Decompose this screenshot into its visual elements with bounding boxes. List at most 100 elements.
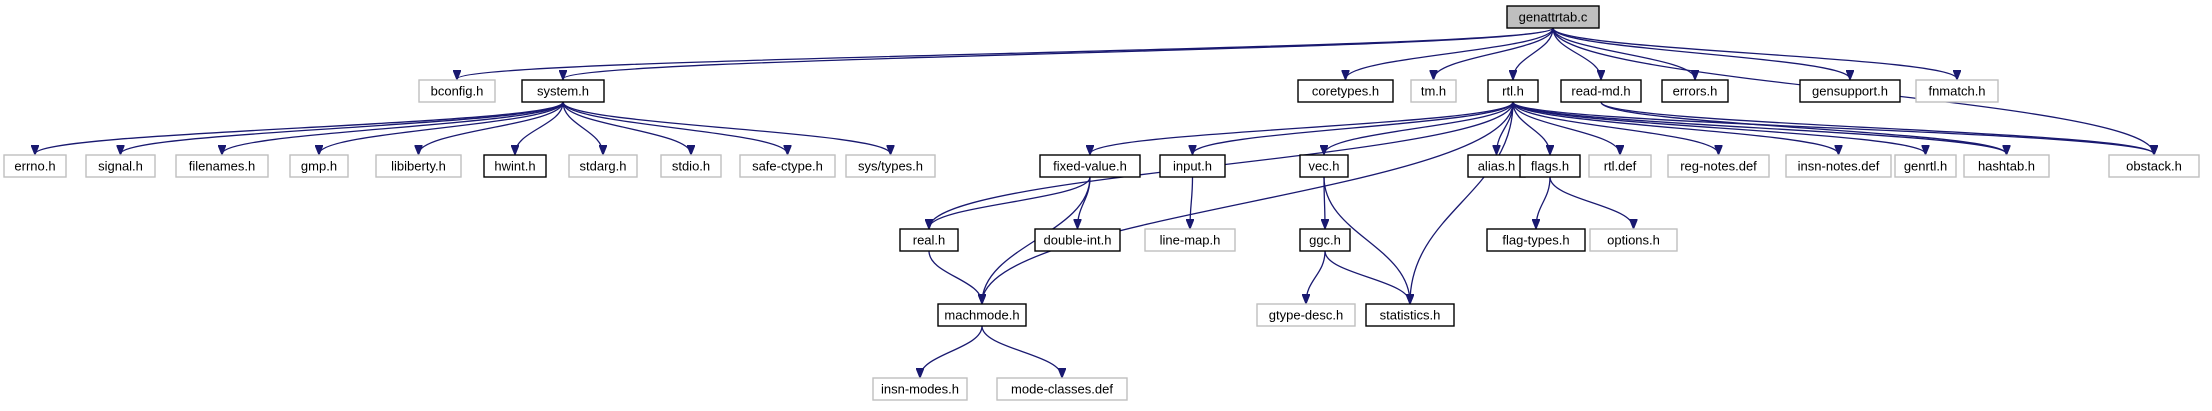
edge-rtl-to-statistics bbox=[1410, 101, 1514, 303]
node-label-hashtab: hashtab.h bbox=[1978, 159, 2035, 174]
node-box-bconfig bbox=[418, 79, 496, 103]
node-label-readmd: read-md.h bbox=[1571, 84, 1630, 99]
edge-system-to-libiberty bbox=[419, 101, 564, 154]
edge-system-to-stdio bbox=[562, 101, 691, 154]
node-box-gtypedesc bbox=[1256, 303, 1356, 327]
node-label-gmp: gmp.h bbox=[301, 159, 337, 174]
node-system[interactable]: system.h bbox=[521, 79, 605, 103]
node-label-errors: errors.h bbox=[1673, 84, 1718, 99]
node-label-flags: flags.h bbox=[1531, 159, 1569, 174]
node-box-rtl bbox=[1487, 79, 1539, 103]
node-flags[interactable]: flags.h bbox=[1519, 154, 1581, 178]
node-box-regnotes bbox=[1667, 154, 1770, 178]
edges-layer bbox=[35, 27, 2154, 377]
node-genattrtab[interactable]: genattrtab.c bbox=[1506, 5, 1600, 29]
node-fnmatch: fnmatch.h bbox=[1915, 79, 1999, 103]
node-input[interactable]: input.h bbox=[1159, 154, 1226, 178]
node-stdarg: stdarg.h bbox=[568, 154, 638, 178]
node-safectype: safe-ctype.h bbox=[739, 154, 836, 178]
node-box-stdio bbox=[660, 154, 722, 178]
node-label-libiberty: libiberty.h bbox=[391, 159, 446, 174]
edge-system-to-systypes bbox=[562, 101, 891, 154]
node-box-signal bbox=[85, 154, 156, 178]
edge-genattrtab-to-fnmatch bbox=[1552, 27, 1957, 79]
node-tm: tm.h bbox=[1410, 79, 1457, 103]
node-signal: signal.h bbox=[85, 154, 156, 178]
node-box-libiberty bbox=[375, 154, 462, 178]
node-flagtypes[interactable]: flag-types.h bbox=[1486, 228, 1586, 252]
node-errors[interactable]: errors.h bbox=[1661, 79, 1729, 103]
node-modeclasses: mode-classes.def bbox=[996, 377, 1128, 401]
node-alias[interactable]: alias.h bbox=[1467, 154, 1526, 178]
node-coretypes[interactable]: coretypes.h bbox=[1297, 79, 1394, 103]
edge-flags-to-flagtypes bbox=[1536, 176, 1551, 228]
node-box-rtldef bbox=[1588, 154, 1652, 178]
node-label-systypes: sys/types.h bbox=[858, 159, 923, 174]
node-label-genrtl: genrtl.h bbox=[1904, 159, 1947, 174]
node-box-insnnotes bbox=[1785, 154, 1892, 178]
node-box-safectype bbox=[739, 154, 836, 178]
edge-genattrtab-to-system bbox=[563, 27, 1554, 79]
edge-genattrtab-to-readmd bbox=[1552, 27, 1601, 79]
node-box-fixedvalue bbox=[1039, 154, 1141, 178]
edge-rtl-to-regnotes bbox=[1512, 101, 1719, 154]
edge-system-to-signal bbox=[121, 101, 564, 154]
edge-rtl-to-fixedvalue bbox=[1090, 101, 1514, 154]
node-box-machmode bbox=[937, 303, 1027, 327]
edge-input-to-linemap bbox=[1190, 176, 1193, 228]
node-gensupport[interactable]: gensupport.h bbox=[1799, 79, 1901, 103]
node-systypes: sys/types.h bbox=[845, 154, 936, 178]
node-machmode[interactable]: machmode.h bbox=[937, 303, 1027, 327]
node-doubleint[interactable]: double-int.h bbox=[1034, 228, 1121, 252]
edge-rtl-to-rtldef bbox=[1512, 101, 1620, 154]
edge-rtl-to-hashtab bbox=[1512, 101, 2007, 154]
node-box-options bbox=[1589, 228, 1678, 252]
node-box-readmd bbox=[1560, 79, 1642, 103]
node-box-errors bbox=[1661, 79, 1729, 103]
edge-genattrtab-to-tm bbox=[1434, 27, 1554, 79]
edge-rtl-to-genrtl bbox=[1512, 101, 1926, 154]
node-box-systypes bbox=[845, 154, 936, 178]
node-label-rtl: rtl.h bbox=[1502, 84, 1524, 99]
node-rtldef: rtl.def bbox=[1588, 154, 1652, 178]
node-box-genattrtab bbox=[1506, 5, 1600, 29]
node-label-fixedvalue: fixed-value.h bbox=[1053, 159, 1127, 174]
node-label-machmode: machmode.h bbox=[944, 308, 1019, 323]
node-box-doubleint bbox=[1034, 228, 1121, 252]
node-label-vec: vec.h bbox=[1308, 159, 1339, 174]
node-box-gensupport bbox=[1799, 79, 1901, 103]
node-statistics[interactable]: statistics.h bbox=[1365, 303, 1455, 327]
node-box-genrtl bbox=[1894, 154, 1957, 178]
node-box-gmp bbox=[289, 154, 349, 178]
node-readmd[interactable]: read-md.h bbox=[1560, 79, 1642, 103]
node-real[interactable]: real.h bbox=[899, 228, 959, 252]
node-label-bconfig: bconfig.h bbox=[431, 84, 484, 99]
edge-vec-to-statistics bbox=[1323, 176, 1410, 303]
node-rtl[interactable]: rtl.h bbox=[1487, 79, 1539, 103]
node-fixedvalue[interactable]: fixed-value.h bbox=[1039, 154, 1141, 178]
edge-real-to-machmode bbox=[928, 250, 982, 303]
edge-ggc-to-statistics bbox=[1324, 250, 1410, 303]
node-box-real bbox=[899, 228, 959, 252]
node-box-linemap bbox=[1144, 228, 1236, 252]
edge-system-to-hwint bbox=[515, 101, 564, 154]
edge-machmode-to-modeclasses bbox=[981, 325, 1062, 377]
node-label-flagtypes: flag-types.h bbox=[1502, 233, 1569, 248]
edge-rtl-to-flags bbox=[1512, 101, 1550, 154]
node-insnnotes: insn-notes.def bbox=[1785, 154, 1892, 178]
edge-genattrtab-to-bconfig bbox=[457, 27, 1554, 79]
node-label-modeclasses: mode-classes.def bbox=[1011, 382, 1113, 397]
node-label-stdio: stdio.h bbox=[672, 159, 710, 174]
node-label-linemap: line-map.h bbox=[1160, 233, 1221, 248]
node-label-safectype: safe-ctype.h bbox=[752, 159, 823, 174]
edge-readmd-to-hashtab bbox=[1600, 101, 2007, 154]
node-vec[interactable]: vec.h bbox=[1299, 154, 1349, 178]
edge-machmode-to-insnmodes bbox=[920, 325, 983, 377]
node-box-filenames bbox=[175, 154, 269, 178]
node-hwint[interactable]: hwint.h bbox=[483, 154, 547, 178]
node-filenames: filenames.h bbox=[175, 154, 269, 178]
edge-rtl-to-insnnotes bbox=[1512, 101, 1839, 154]
node-ggc[interactable]: ggc.h bbox=[1299, 228, 1351, 252]
node-label-genattrtab: genattrtab.c bbox=[1519, 10, 1588, 25]
